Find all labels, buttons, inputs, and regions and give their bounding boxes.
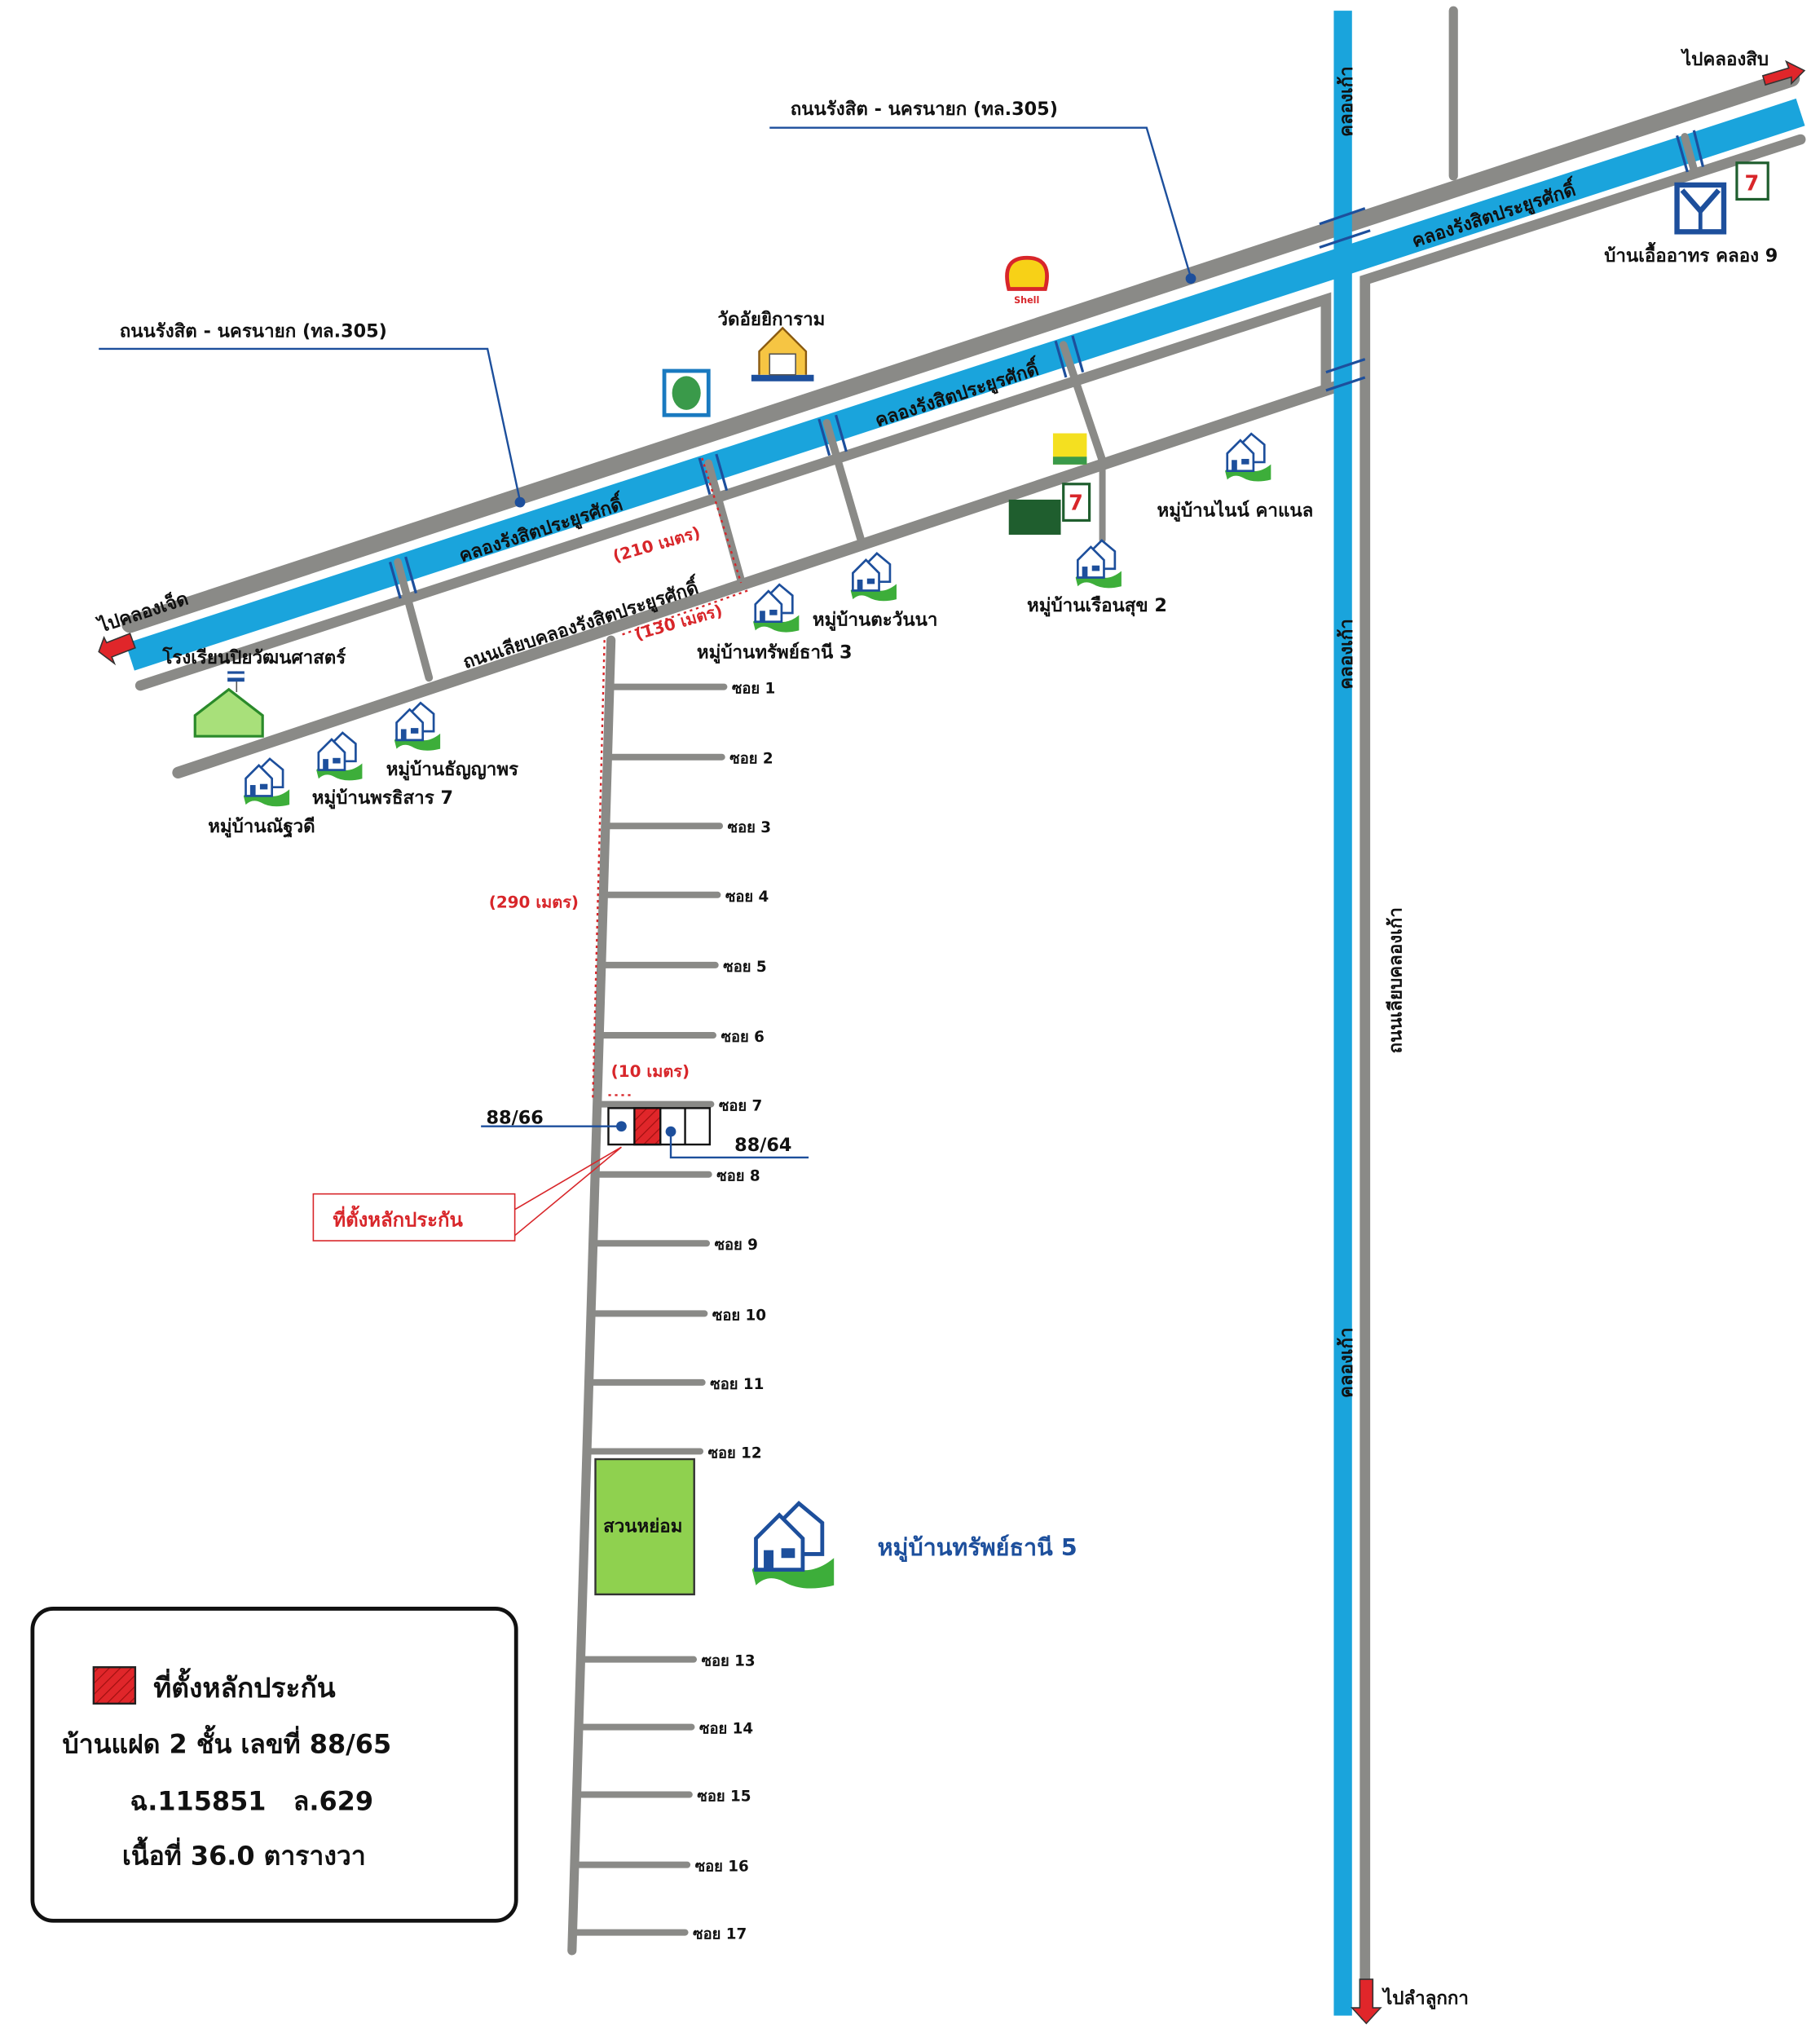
- legend-title: ที่ตั้งหลักประกัน: [153, 1668, 336, 1704]
- klong-kao-road-label: ถนนเลียบคลองเก้า: [1385, 907, 1406, 1053]
- soi-label: ซอย 5: [723, 959, 766, 976]
- connector-road: [1681, 133, 1699, 174]
- collateral-callout: ที่ตั้งหลักประกัน: [333, 1206, 463, 1232]
- soi-label: ซอย 12: [708, 1444, 762, 1462]
- soi-label: ซอย 7: [719, 1098, 762, 1115]
- svg-text:7: 7: [1744, 171, 1759, 196]
- soi-label: ซอย 15: [697, 1788, 751, 1806]
- soi-label: ซอย 6: [721, 1029, 765, 1046]
- ua-athorn-label: บ้านเอื้ออาทร คลอง 9: [1604, 241, 1778, 267]
- ua-athorn-icon: [1674, 182, 1727, 235]
- village-label: หมู่บ้านธัญญาพร: [386, 759, 518, 781]
- soi-label: ซอย 14: [699, 1721, 753, 1738]
- connector-road: [394, 558, 434, 682]
- tesco-lotus-icon: [1008, 499, 1061, 535]
- legend-line1: บ้านแฝด 2 ชั้น เลขที่ 88/65: [63, 1724, 392, 1759]
- soi-label: ซอย 2: [729, 751, 773, 768]
- house-number-88-64: 88/64: [734, 1135, 791, 1156]
- highway-305: [121, 69, 1800, 633]
- arrow-west-icon: [98, 633, 136, 666]
- highway-label-left: ถนนรังสิต - นครนายก (ทล.305): [120, 321, 387, 342]
- park-label: สวนหย่อม: [603, 1515, 682, 1537]
- soi-label: ซอย 17: [693, 1926, 747, 1943]
- village-label: หมู่บ้านเรือนสุข 2: [1027, 595, 1167, 617]
- connector-road: [1059, 341, 1107, 465]
- soi-label: ซอย 10: [712, 1307, 766, 1324]
- legend-line2: ฉ.115851 ล.629: [130, 1786, 374, 1817]
- highway-label-right: ถนนรังสิต - นครนายก (ทล.305): [791, 99, 1058, 120]
- soi-label: ซอย 16: [695, 1859, 749, 1876]
- arrow-south-icon: [1350, 1978, 1382, 2025]
- village-house-icon: [1223, 432, 1272, 483]
- svg-text:7: 7: [1069, 492, 1083, 516]
- temple-icon: [751, 326, 814, 381]
- village-house-icon: [1074, 539, 1123, 589]
- arrow-east-icon: [1761, 60, 1806, 86]
- soi-label: ซอย 1: [732, 681, 775, 698]
- frontage-road: [172, 380, 1342, 779]
- village-house-icon: [242, 757, 291, 808]
- school-label: โรงเรียนปิยวัฒนศาสตร์: [161, 646, 346, 668]
- seven-eleven-icon: 7: [1735, 161, 1769, 201]
- direction-east: ไปคลองสิบ: [1680, 48, 1769, 70]
- soi-label: ซอย 3: [728, 819, 771, 836]
- connector-road: [704, 459, 745, 584]
- village-label: หมู่บ้านทรัพย์ธานี 5: [878, 1533, 1077, 1562]
- bangchak-icon: [662, 368, 711, 417]
- legend-swatch: [92, 1666, 137, 1705]
- distance-10: (10 เมตร): [611, 1062, 690, 1081]
- soi-label: ซอย 11: [710, 1376, 764, 1393]
- soi-main-road: [567, 635, 616, 1956]
- village-house-icon: [752, 1503, 834, 1588]
- park: [594, 1458, 695, 1596]
- collateral-callout-box: [312, 1193, 516, 1242]
- row-houses: [481, 1107, 809, 1159]
- canal-south-road: [134, 292, 1332, 691]
- village-label: หมู่บ้านพรธิสาร 7: [312, 787, 453, 809]
- temple-label: วัดอัยยิการาม: [717, 309, 825, 330]
- soi-label: ซอย 13: [702, 1653, 756, 1670]
- collateral-lot[interactable]: [633, 1107, 662, 1146]
- direction-south: ไปลำลูกกา: [1381, 1987, 1469, 2009]
- soi-label: ซอย 8: [716, 1168, 760, 1185]
- house-number-88-66: 88/66: [487, 1108, 544, 1129]
- legend-line3: เนื้อที่ 36.0 ตารางวา: [122, 1837, 366, 1872]
- connector-road: [822, 419, 865, 543]
- bridge-marks: [388, 130, 1704, 599]
- seven-eleven-icon: 7: [1062, 483, 1091, 523]
- soi-label: ซอย 9: [715, 1237, 758, 1254]
- village-house-icon: [849, 552, 898, 602]
- klong-kao-label: คลองเก้า: [1336, 66, 1357, 137]
- distance-290: (290 เมตร): [489, 893, 579, 912]
- village-label: หมู่บ้านไนน์ คาแนล: [1157, 500, 1314, 523]
- cj-express-icon: [1052, 433, 1087, 465]
- village-house-icon: [315, 731, 364, 782]
- soi-label: ซอย 4: [725, 889, 769, 906]
- shell-label: Shell: [1014, 295, 1039, 306]
- klong-kao-label: คลองเก้า: [1336, 1327, 1357, 1398]
- legend-box: ที่ตั้งหลักประกัน บ้านแฝด 2 ชั้น เลขที่ …: [30, 1607, 518, 1923]
- shell-icon: [1005, 255, 1049, 291]
- klong-kao-label: คลองเก้า: [1336, 619, 1357, 690]
- village-house-icon: [393, 701, 442, 752]
- village-label: หมู่บ้านณัฐวดี: [208, 816, 315, 838]
- school-icon: [193, 671, 264, 738]
- village-house-icon: [751, 583, 800, 634]
- village-label: หมู่บ้านทรัพย์ธานี 3: [697, 641, 853, 664]
- village-label: หมู่บ้านตะวันนา: [813, 610, 938, 632]
- canal-south-road-east: [1359, 134, 1806, 2022]
